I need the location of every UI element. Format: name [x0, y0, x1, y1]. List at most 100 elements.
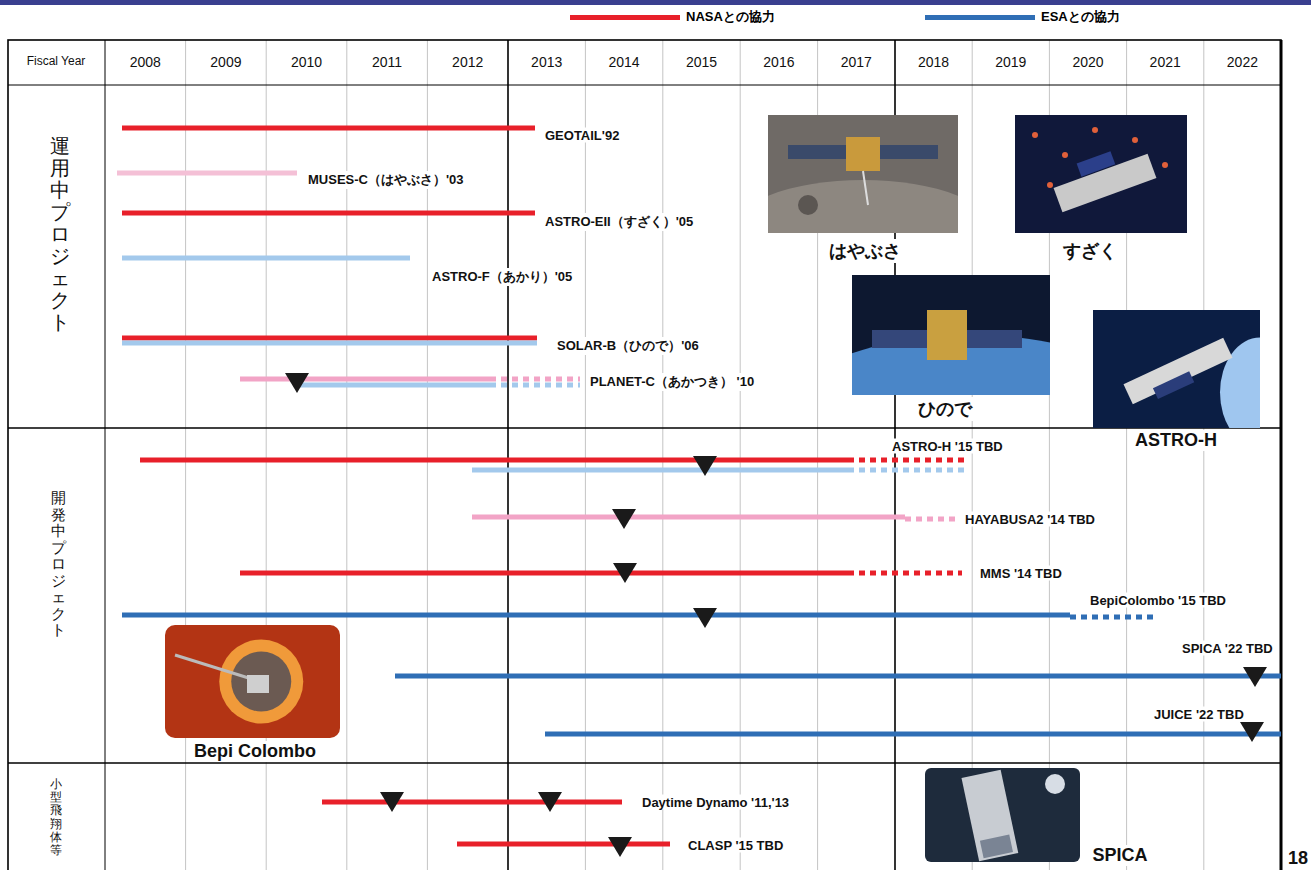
section-header: 運用中プロジェクト — [50, 135, 70, 333]
launch-marker — [613, 563, 637, 583]
section-header: 小型飛翔体等 — [50, 778, 62, 857]
year-header: 2009 — [210, 54, 241, 70]
schedule-bar — [472, 515, 905, 520]
period-divider — [507, 40, 509, 870]
project-label: SPICA '22 TBD — [1180, 641, 1275, 656]
year-header: 2010 — [291, 54, 322, 70]
legend-item: NASAとの協力 — [570, 8, 775, 26]
year-gridline — [346, 40, 347, 870]
year-gridline — [585, 40, 586, 870]
spacecraft-illustration — [1015, 115, 1187, 233]
schedule-bar — [140, 458, 848, 463]
year-gridline — [427, 40, 428, 870]
schedule-bar — [122, 211, 535, 216]
picture — [852, 275, 1050, 395]
year-header: 2018 — [918, 54, 949, 70]
schedule-bar — [240, 571, 848, 576]
year-gridline — [740, 40, 741, 870]
schedule-bar — [122, 256, 410, 261]
picture — [1015, 115, 1187, 233]
project-label: SOLAR-B（ひので）'06 — [555, 337, 701, 355]
schedule-bar — [240, 377, 490, 382]
schedule-bar — [297, 383, 490, 388]
schedule-bar — [848, 468, 968, 473]
project-label: MUSES-C（はやぶさ）'03 — [306, 171, 466, 189]
year-header: 2012 — [452, 54, 483, 70]
section-divider — [8, 85, 1281, 86]
year-gridline — [1203, 40, 1204, 870]
year-header: 2011 — [372, 54, 402, 70]
year-header: 2015 — [686, 54, 717, 70]
launch-marker — [380, 792, 404, 812]
picture-caption: ASTRO-H — [1133, 430, 1219, 451]
legend-text: ESAとの協力 — [1041, 8, 1120, 26]
schedule-bar — [395, 674, 1281, 679]
year-header: 2014 — [609, 54, 640, 70]
launch-marker — [538, 792, 562, 812]
picture-caption: ひので — [916, 397, 974, 421]
spacecraft-illustration — [925, 768, 1080, 862]
schedule-bar — [848, 571, 962, 576]
column-header: Fiscal Year — [26, 55, 86, 68]
year-header: 2008 — [130, 54, 161, 70]
schedule-bar — [490, 377, 580, 382]
schedule-bar — [905, 517, 958, 522]
year-header: 2019 — [995, 54, 1026, 70]
schedule-bar — [848, 458, 968, 463]
picture-caption: すざく — [1061, 239, 1119, 263]
launch-marker — [285, 373, 309, 393]
picture-panel: SPICA — [925, 768, 1080, 862]
legend-text: NASAとの協力 — [686, 8, 775, 26]
picture-panel: ASTRO-H — [1093, 310, 1260, 428]
year-gridline — [972, 40, 973, 870]
schedule-bar — [457, 842, 670, 847]
launch-marker — [1243, 667, 1267, 687]
table-frame — [8, 40, 1281, 870]
section-divider — [8, 762, 1281, 764]
picture-panel: はやぶさ — [768, 115, 958, 233]
picture-caption: Bepi Colombo — [192, 741, 318, 762]
project-label: MMS '14 TBD — [978, 566, 1064, 581]
schedule-bar — [1070, 615, 1155, 620]
project-label: HAYABUSA2 '14 TBD — [963, 512, 1097, 527]
launch-marker — [612, 509, 636, 529]
picture-caption: はやぶさ — [827, 239, 903, 263]
project-label: Daytime Dynamo '11,'13 — [640, 795, 791, 810]
year-header: 2021 — [1150, 54, 1181, 70]
project-label: JUICE '22 TBD — [1152, 707, 1246, 722]
spacecraft-illustration — [165, 625, 340, 738]
spacecraft-illustration — [768, 115, 958, 233]
page-number: 18 — [1288, 848, 1308, 869]
period-divider — [105, 40, 106, 870]
launch-marker — [693, 456, 717, 476]
year-gridline — [185, 40, 186, 870]
picture-caption: SPICA — [1090, 845, 1149, 866]
schedule-bar — [122, 336, 537, 341]
schedule-bar — [545, 732, 1281, 737]
project-label: ASTRO-F（あかり）'05 — [430, 268, 574, 286]
section-divider — [8, 427, 1281, 429]
schedule-bar — [117, 171, 297, 176]
year-header: 2016 — [763, 54, 794, 70]
project-label: BepiColombo '15 TBD — [1088, 593, 1228, 608]
project-label: ASTRO-H '15 TBD — [890, 439, 1005, 454]
year-header: 2022 — [1227, 54, 1258, 70]
project-label: CLASP '15 TBD — [686, 838, 785, 853]
section-header: 開発中プロジェクト — [51, 490, 66, 639]
launch-marker — [1240, 722, 1264, 742]
schedule-bar — [490, 383, 580, 388]
year-header: 2013 — [531, 54, 562, 70]
year-gridline — [662, 40, 663, 870]
project-label: PLANET-C（あかつき） '10 — [588, 373, 756, 391]
picture — [1093, 310, 1260, 428]
spacecraft-illustration — [852, 275, 1050, 395]
year-header: 2017 — [841, 54, 872, 70]
legend-swatch — [925, 15, 1035, 20]
picture — [165, 625, 340, 738]
picture-panel: Bepi Colombo — [165, 625, 340, 738]
picture-panel: ひので — [852, 275, 1050, 395]
launch-marker — [693, 608, 717, 628]
schedule-bar — [122, 341, 537, 346]
schedule-bar — [122, 613, 1070, 618]
